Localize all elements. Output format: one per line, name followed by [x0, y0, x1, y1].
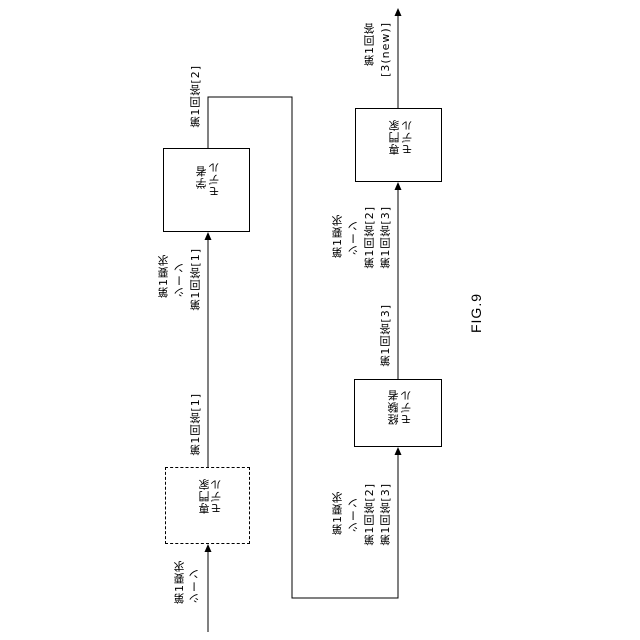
input-label-line: 第1要求 — [173, 560, 186, 604]
arrowhead — [395, 447, 402, 455]
experienced-input-label-line: 第1回答[3] — [379, 483, 392, 546]
node-label-line: モデル — [210, 478, 223, 514]
node-label-line: モデル — [208, 161, 221, 197]
final-input-label-line: 第1回答[3] — [379, 206, 392, 269]
experienced-input-label-line: シーン — [347, 497, 360, 533]
experienced-input-label-line: 第1要求 — [331, 491, 344, 535]
final-output-label-line: 第1回答 — [363, 22, 376, 66]
learner-input-label-line: 第1要求 — [157, 254, 170, 298]
node-label-line: 学者 — [195, 165, 208, 189]
final-input-label-line: シーン — [347, 220, 360, 256]
expert-output-label: 第1回答[1] — [189, 393, 202, 456]
final-input-label-line: 第1要求 — [331, 214, 344, 258]
final-input-label-line: 第1回答[2] — [363, 206, 376, 269]
learner-model-box: 学者 モデル — [163, 148, 250, 232]
node-label-line: モデル — [401, 119, 414, 155]
node-label-line: 専門家 — [388, 119, 401, 155]
learner-input-label-line: 第1回答[1] — [189, 248, 202, 311]
arrowhead — [395, 182, 402, 190]
final-output-label-line: [3(new)] — [379, 22, 392, 77]
arrowhead — [205, 544, 212, 552]
learner-input-label-line: シーン — [173, 262, 186, 298]
experienced-input-label-line: 第1回答[2] — [363, 483, 376, 546]
figure-label: FIG.9 — [468, 293, 484, 333]
arrowhead — [205, 232, 212, 240]
node-label-line: 経験者 — [387, 389, 400, 425]
expert-model-box-dashed: 専門家 モデル — [165, 467, 250, 544]
expert-model-box: 専門家 モデル — [355, 108, 442, 182]
experienced-output-label: 第1回答[3] — [379, 304, 392, 367]
experienced-model-box: 経験者 モデル — [354, 379, 442, 447]
node-label-line: モデル — [400, 389, 413, 425]
input-label-line: シーン — [188, 568, 201, 604]
arrowhead — [395, 8, 402, 16]
learner-output-label: 第1回答[2] — [189, 65, 202, 128]
